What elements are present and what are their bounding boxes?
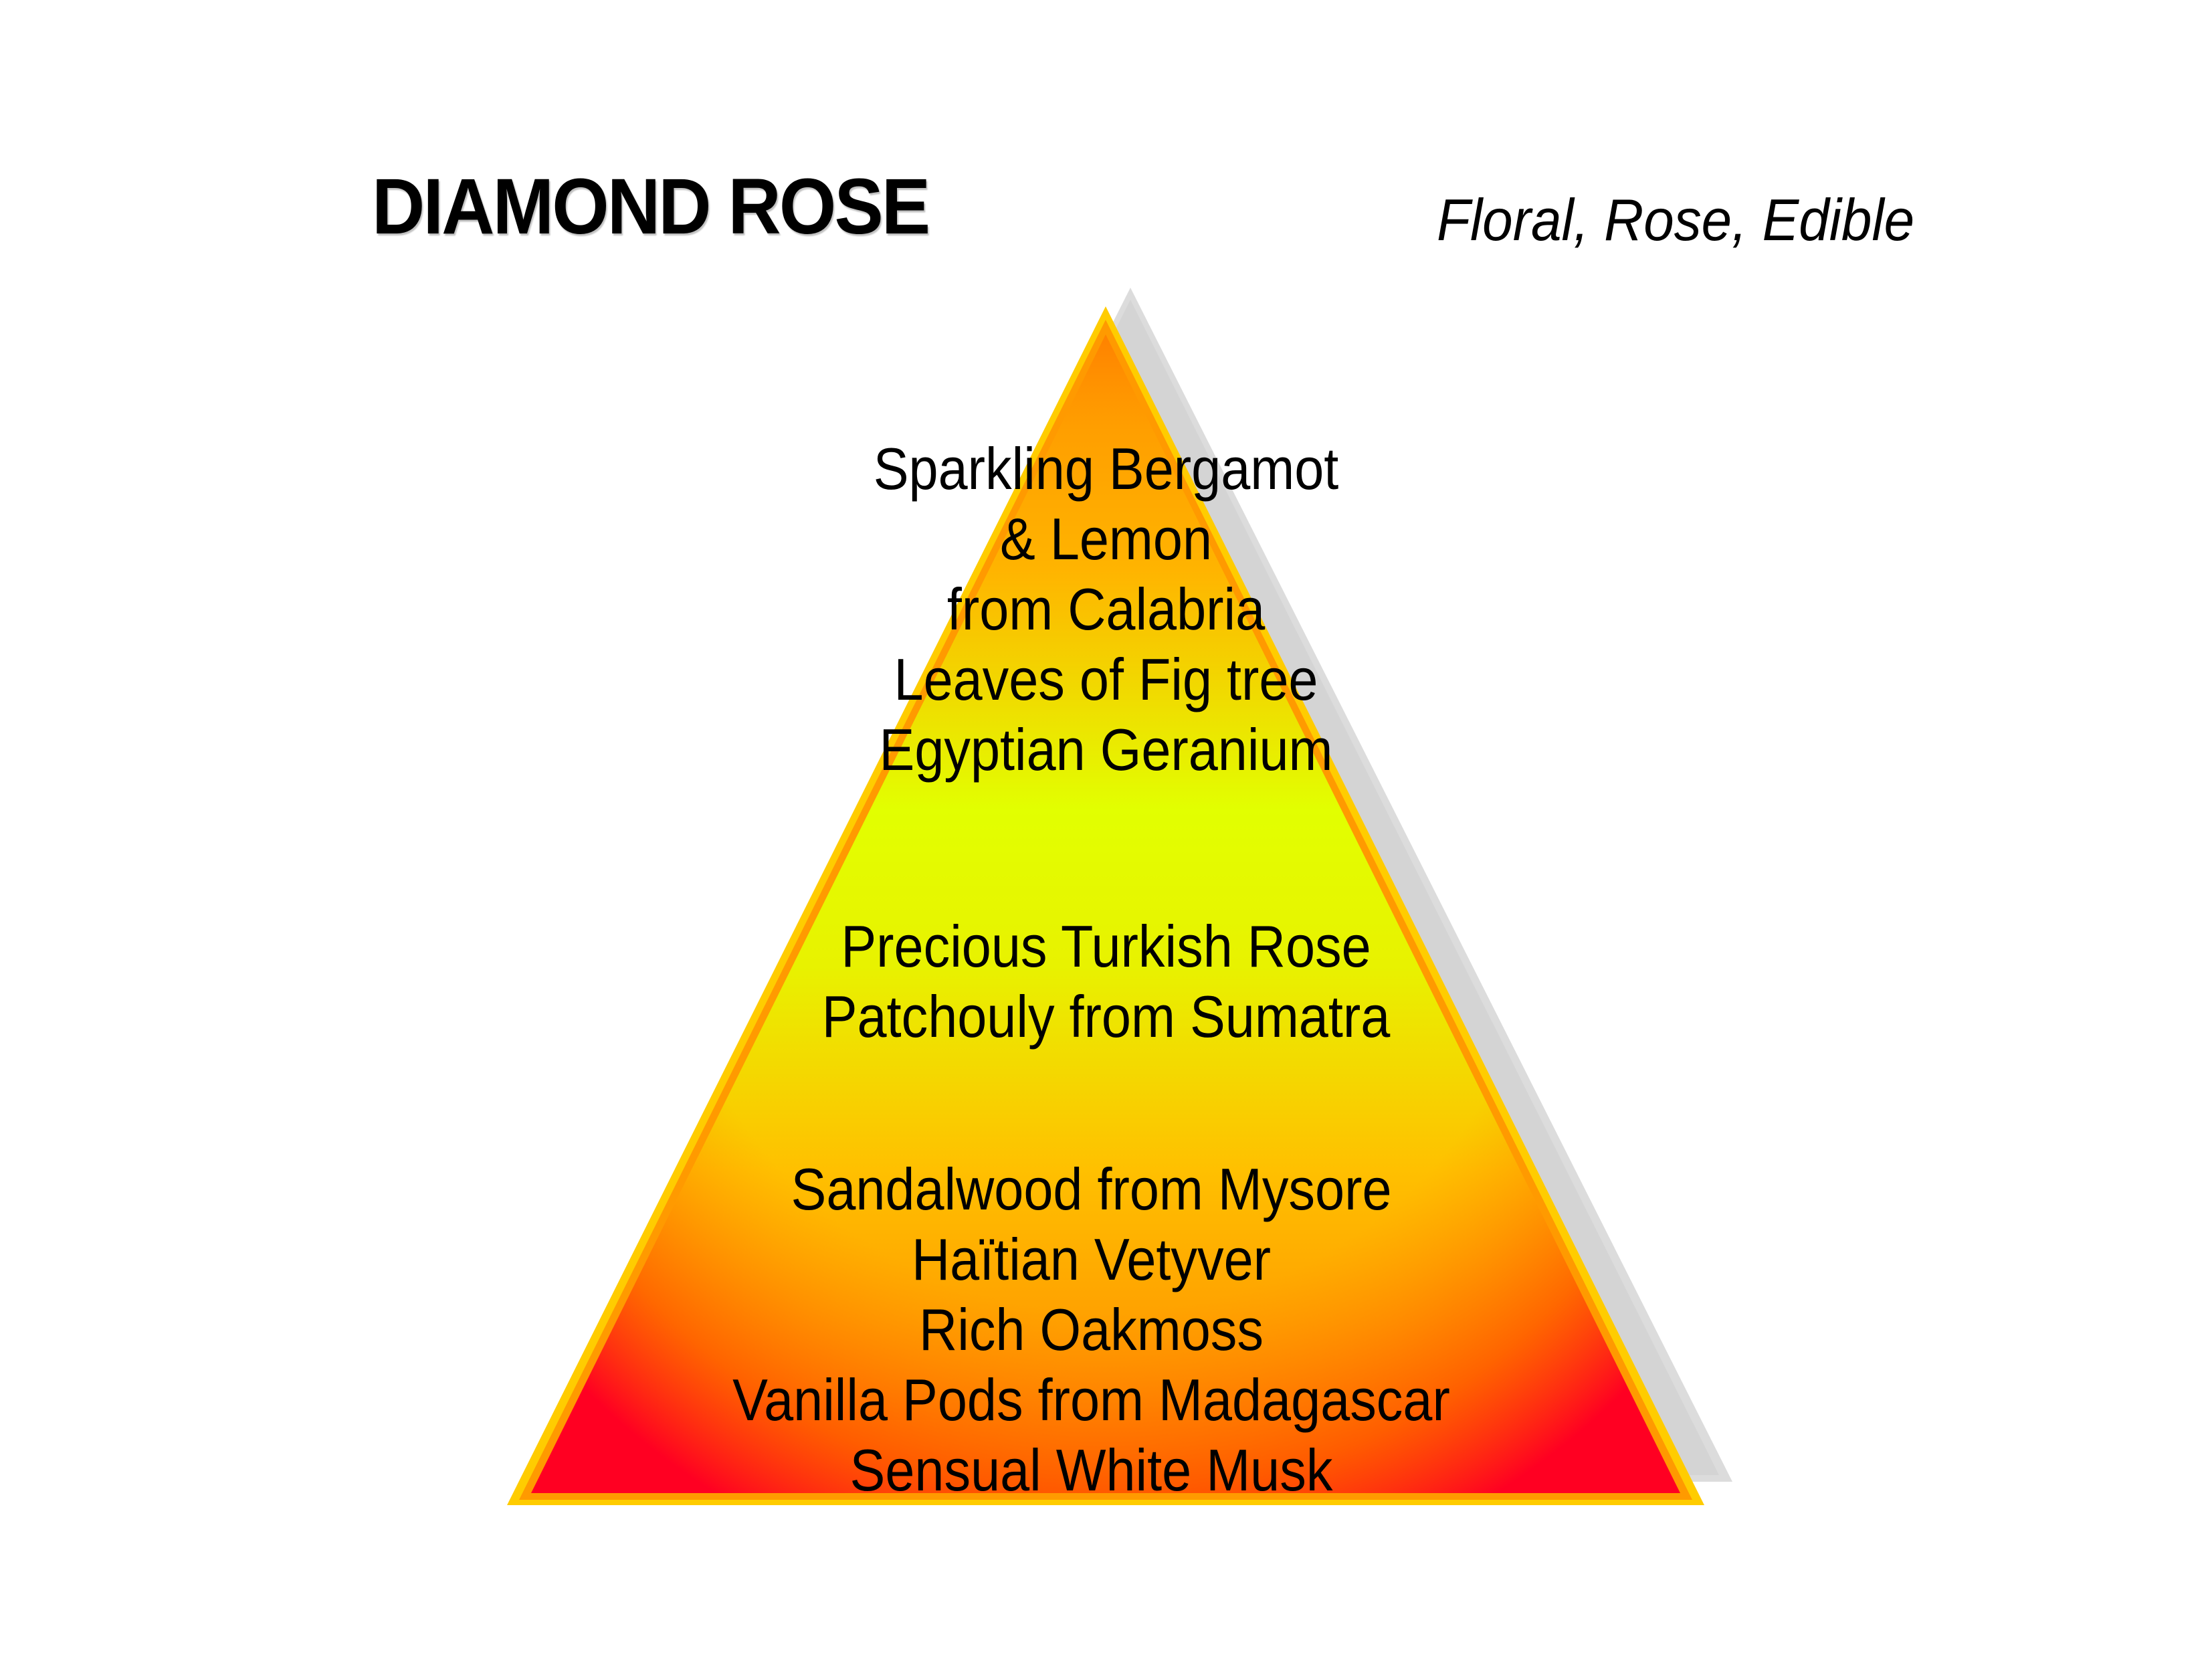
note-line: Rich Oakmoss bbox=[919, 1296, 1264, 1363]
note-line: Precious Turkish Rose bbox=[841, 913, 1371, 979]
note-line: Vanilla Pods from Madagascar bbox=[732, 1367, 1450, 1433]
note-line: Sparkling Bergamot bbox=[873, 435, 1339, 502]
tier-base-notes: Sandalwood from Mysore Haïtian Vetyver R… bbox=[0, 1154, 2197, 1505]
fragrance-family-subtitle: Floral, Rose, Edible bbox=[1437, 187, 1915, 253]
tier-heart-notes: Precious Turkish Rose Patchouly from Sum… bbox=[0, 911, 2212, 1052]
note-line: & Lemon bbox=[1000, 506, 1212, 572]
page-title: DIAMOND ROSE bbox=[372, 163, 930, 251]
note-line: from Calabria bbox=[946, 576, 1266, 642]
note-line: Sandalwood from Mysore bbox=[791, 1156, 1392, 1222]
tier-top-notes: Sparkling Bergamot & Lemon from Calabria… bbox=[0, 433, 2212, 785]
note-line: Patchouly from Sumatra bbox=[821, 983, 1391, 1050]
note-line: Haïtian Vetyver bbox=[911, 1226, 1272, 1292]
note-line: Leaves of Fig tree bbox=[894, 646, 1318, 712]
note-line: Sensual White Musk bbox=[849, 1437, 1333, 1503]
note-line: Egyptian Geranium bbox=[879, 716, 1333, 783]
